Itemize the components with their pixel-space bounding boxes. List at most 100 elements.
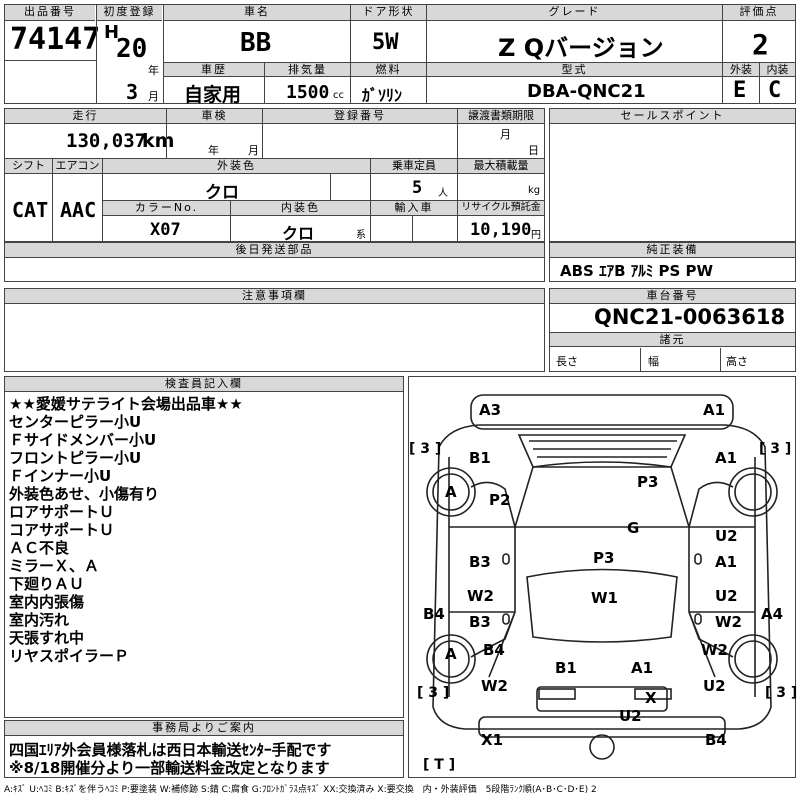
mileage-unit: km	[142, 130, 175, 152]
chassis-number: QNC21-0063618	[594, 305, 786, 329]
mark-a1-r: A1	[715, 449, 738, 467]
note-line: コアサポートＵ	[9, 521, 115, 539]
exterior-grade: E	[733, 78, 747, 103]
car-outline-svg	[426, 394, 778, 760]
score-label: 評価点	[723, 5, 795, 21]
mark-b4-l2: B4	[483, 641, 505, 659]
mark-b1-l: B1	[469, 449, 491, 467]
mark-a1-r2: A1	[715, 553, 738, 571]
note-line: Ｆサイドメンバー小U	[9, 431, 157, 449]
mark-p3: P3	[593, 549, 615, 567]
history: 自家用	[184, 84, 242, 106]
details-block	[4, 108, 545, 242]
score: 2	[752, 28, 769, 61]
mileage: 130,037	[66, 130, 147, 152]
equipment: ABS ｴｱB ｱﾙﾐ PS PW	[560, 262, 714, 280]
legend: A:ｷｽﾞ U:ﾍｺﾐ B:ｷｽﾞを伴うﾍｺﾐ P:要塗装 W:補修跡 S:錆 …	[4, 785, 597, 795]
aircon-label: エアコン	[53, 159, 102, 174]
office-line-1: 四国ｴﾘｱ外会員様落札は西日本輸送ｾﾝﾀｰ手配です	[9, 741, 332, 759]
shift-label: シフト	[5, 159, 52, 174]
tire-rating-fr: [ 3 ]	[759, 441, 792, 457]
chassis-box	[549, 288, 796, 372]
model-label: 型式	[427, 63, 722, 77]
later-parts-box	[4, 242, 545, 282]
inspection-month-unit: 月	[248, 144, 259, 157]
transfer-month-unit: 月	[500, 128, 511, 141]
first-reg-month: 3	[126, 80, 139, 104]
era: H	[104, 22, 120, 43]
office-label: 事務局よりご案内	[5, 721, 403, 736]
color-no: X07	[150, 220, 181, 240]
spare-tire-rating: [ T ]	[423, 757, 456, 773]
shift: CAT	[12, 198, 49, 222]
inspector-notes: ★★愛媛サテライト会場出品車★★ センターピラー小U Ｆサイドメンバー小U フロ…	[9, 395, 243, 665]
mark-x1: X1	[481, 731, 504, 749]
mark-a3: A3	[479, 401, 502, 419]
note-line: Ｆインナー小U	[9, 467, 112, 485]
damage-diagram: A3 A1 [ 3 ] [ 3 ] B1 A1 A P2 P3 G U2 A1 …	[408, 376, 797, 778]
later-parts-label: 後日発送部品	[5, 243, 544, 258]
mark-a1-top: A1	[703, 401, 726, 419]
dim-width-label: 幅	[648, 355, 659, 368]
note-line: ＡＣ不良	[9, 539, 70, 557]
inspector-box	[4, 376, 404, 718]
mark-w2-l2: W2	[481, 677, 508, 695]
capacity-label: 乗車定員	[371, 159, 457, 174]
note-line: 下廻りＡＵ	[9, 575, 85, 593]
mark-u2-r2: U2	[715, 587, 738, 605]
aircon: AAC	[60, 198, 97, 222]
max-load-label: 最大積載量	[458, 159, 544, 174]
mark-b4-l: B4	[423, 605, 445, 623]
mileage-label: 走行	[5, 109, 166, 124]
chassis-label: 車台番号	[550, 289, 795, 304]
mark-b1-rear: B1	[555, 659, 577, 677]
mark-a1-rear: A1	[631, 659, 654, 677]
note-line: フロントピラー小U	[9, 449, 142, 467]
int-color-unit: 系	[356, 230, 366, 241]
mark-w2-r2: W2	[701, 641, 728, 659]
dim-height-label: 高さ	[726, 355, 748, 368]
fuel: ｶﾞｿﾘﾝ	[362, 86, 403, 105]
car-name: BB	[240, 28, 272, 58]
office-line-2: ※8/18開催分より一部輸送料金改定となります	[9, 759, 330, 777]
recycle-unit: 円	[531, 230, 541, 241]
note-line: リヤスポイラーＰ	[9, 647, 130, 665]
note-line: センターピラー小U	[9, 413, 142, 431]
note-line: ★★愛媛サテライト会場出品車★★	[9, 395, 243, 413]
sales-point-box	[549, 108, 796, 242]
transfer-day-unit: 日	[528, 144, 539, 157]
mark-b4-rear: B4	[705, 731, 727, 749]
note-line: ロアサポートＵ	[9, 503, 115, 521]
note-line: ミラーＸ、Ａ	[9, 557, 100, 575]
capacity: 5	[412, 178, 423, 198]
ext-color-label: 外装色	[103, 159, 370, 174]
color-no-label: カラーNo.	[103, 201, 230, 216]
reg-number-label: 登録番号	[263, 109, 457, 124]
office-box	[4, 720, 404, 778]
grade: Z Qバージョン	[498, 34, 664, 62]
mark-a-l: A	[445, 483, 457, 501]
year-unit: 年	[148, 64, 159, 77]
displacement-unit: cc	[333, 90, 344, 101]
header-block	[4, 4, 796, 104]
tire-rating-rl: [ 3 ]	[417, 685, 450, 701]
mark-g: G	[627, 519, 640, 537]
caution-label: 注意事項欄	[5, 289, 544, 304]
recycle-label: リサイクル預託金	[458, 201, 544, 216]
transfer-label: 譲渡書類期限	[458, 109, 544, 124]
history-label: 車歴	[164, 63, 264, 77]
mark-b3-l: B3	[469, 553, 491, 571]
mark-u2-bottom: U2	[619, 707, 642, 725]
caution-box	[4, 288, 545, 372]
capacity-unit: 人	[438, 188, 448, 199]
inspector-label: 検査員記入欄	[5, 377, 403, 392]
note-line: 室内汚れ	[9, 611, 70, 629]
note-line: 室内内張傷	[9, 593, 85, 611]
equipment-label: 純正装備	[550, 243, 795, 258]
grade-label: グレード	[427, 5, 722, 21]
mark-p3-top: P3	[637, 473, 659, 491]
model: DBA-QNC21	[527, 81, 646, 102]
displacement: 1500	[286, 82, 330, 103]
inspection-label: 車検	[167, 109, 262, 124]
dims-label: 諸元	[550, 332, 795, 347]
